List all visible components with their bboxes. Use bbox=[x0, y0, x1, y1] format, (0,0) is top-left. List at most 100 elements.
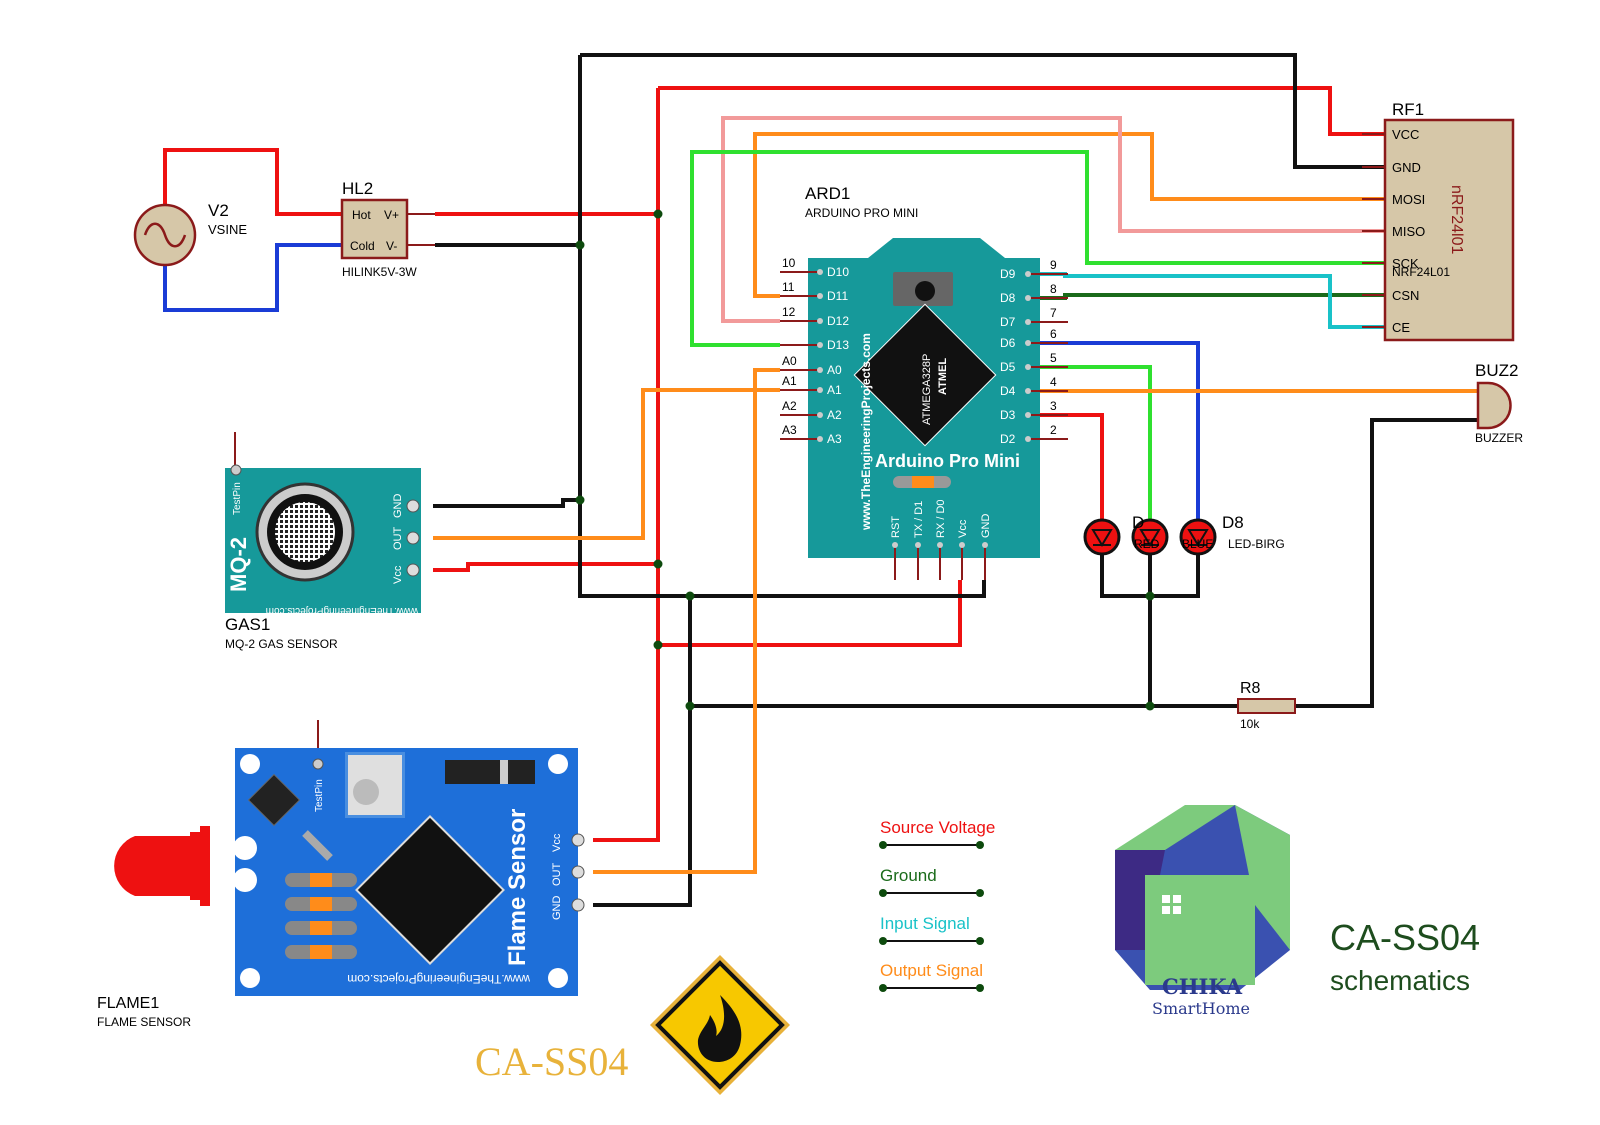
ard-right-pin-dot bbox=[1025, 319, 1031, 325]
ard-right-pin-label: D6 bbox=[1000, 336, 1016, 350]
r8-ref: R8 bbox=[1240, 680, 1261, 697]
ard-left-pin-label: A3 bbox=[827, 432, 842, 446]
gas1-ref: GAS1 bbox=[225, 615, 270, 634]
ard-bottom-pin-label: GND bbox=[980, 514, 992, 539]
flame-board-name: Flame Sensor bbox=[504, 809, 531, 966]
power-module-hl2: HL2 Hot Cold V+ V- HILINK5V-3W bbox=[340, 179, 435, 279]
wire-sck bbox=[690, 150, 1385, 347]
buz2-ref: BUZ2 bbox=[1475, 361, 1518, 380]
ard-left-pin-dot bbox=[817, 367, 823, 373]
ard-right-pin-dot bbox=[1025, 364, 1031, 370]
ard-left-pin-dot bbox=[817, 387, 823, 393]
ard-bottom-pin-dot bbox=[937, 542, 943, 548]
flame-sensor-flame1: Flame Sensor TestPin www.TheEngineeringP… bbox=[97, 720, 585, 1029]
ard-left-pin-num: A3 bbox=[782, 423, 797, 437]
ard-left-pin-label: A0 bbox=[827, 363, 842, 377]
wires bbox=[163, 53, 1478, 907]
ard-bottom-pin-dot bbox=[915, 542, 921, 548]
wire-gas-out bbox=[433, 388, 780, 540]
hl2-part: HILINK5V-3W bbox=[342, 265, 417, 279]
gas-pin-out: OUT bbox=[392, 527, 404, 551]
ard-left-pin-dot bbox=[817, 412, 823, 418]
led-diode-icon bbox=[1179, 518, 1217, 556]
ard-bottom-pin-label: Vcc bbox=[957, 519, 969, 538]
ard-left-pin-dot bbox=[817, 436, 823, 442]
ard-right-pin-label: D2 bbox=[1000, 432, 1016, 446]
ard1-part: ARDUINO PRO MINI bbox=[805, 206, 918, 220]
gas1-part: MQ-2 GAS SENSOR bbox=[225, 637, 338, 651]
ard-left-pin-label: D10 bbox=[827, 265, 849, 279]
legend-dot bbox=[879, 841, 887, 849]
badge-code: CA-SS04 bbox=[475, 1039, 628, 1084]
wire-mosi bbox=[753, 132, 1385, 298]
ard-right-pin-num: 9 bbox=[1050, 258, 1057, 272]
title-sub: schematics bbox=[1330, 965, 1470, 996]
ard-left-pin-label: D11 bbox=[827, 289, 848, 303]
rf-module-rf1: RF1 nRF24l01 NRF24L01 VCCGNDMOSIMISOSCKC… bbox=[1362, 100, 1515, 342]
rf1-part: NRF24L01 bbox=[1392, 265, 1450, 279]
ard-left-pin-num: A2 bbox=[782, 399, 797, 413]
gas-pin-gnd: GND bbox=[392, 494, 404, 519]
legend-dot bbox=[976, 937, 984, 945]
junction-dots bbox=[575, 209, 1155, 711]
wire-5v-rail bbox=[593, 88, 660, 842]
ard-right-pin-dot bbox=[1025, 295, 1031, 301]
resistor-r8: R8 10k bbox=[1237, 680, 1296, 731]
chip-label-1: ATMEGA328P bbox=[921, 354, 933, 425]
logo-name: CHIKA bbox=[1162, 974, 1243, 999]
flame-pin-gnd: GND bbox=[551, 896, 563, 921]
legend-dot bbox=[879, 937, 887, 945]
wire-5v-ard bbox=[658, 580, 962, 647]
ard-left-pin-num: A0 bbox=[782, 354, 797, 368]
d8-part: LED-BIRG bbox=[1228, 537, 1285, 551]
ard-bottom-pin-dot bbox=[959, 542, 965, 548]
gas-board-name: MQ-2 bbox=[226, 537, 251, 592]
rf-pin-label: GND bbox=[1392, 160, 1421, 175]
rf-pin-label: VCC bbox=[1392, 127, 1419, 142]
ard-right-pin-label: D7 bbox=[1000, 315, 1016, 329]
fire-warning-icon bbox=[650, 955, 790, 1095]
flame-resistors bbox=[285, 873, 357, 959]
wire-gnd-gas bbox=[433, 498, 580, 508]
legend-dot bbox=[879, 984, 887, 992]
ard-left-pin-num: 11 bbox=[782, 280, 795, 294]
wire-gnd-rf bbox=[580, 53, 1385, 169]
ard-right-pin-num: 5 bbox=[1050, 351, 1057, 365]
ard-right-pin-dot bbox=[1025, 412, 1031, 418]
flame1-ref: FLAME1 bbox=[97, 995, 159, 1012]
ard-bottom-pin-label: RX / D0 bbox=[935, 499, 947, 538]
ac-source-v2: V2 VSINE bbox=[133, 201, 247, 267]
wire-gnd-loop bbox=[578, 55, 986, 598]
legend-dot bbox=[976, 841, 984, 849]
wire-flame-out bbox=[593, 368, 780, 874]
hl2-ref: HL2 bbox=[342, 179, 373, 198]
d8-label-d: D bbox=[1132, 513, 1144, 532]
wire-gnd-bus bbox=[593, 596, 692, 907]
gas-website: www.TheEngineeringProjects.com bbox=[266, 605, 419, 616]
ard-bottom-pin-dot bbox=[982, 542, 988, 548]
led-diode-icon bbox=[1083, 518, 1121, 556]
ard-right-pin-num: 3 bbox=[1050, 399, 1057, 413]
legend-label: Input Signal bbox=[880, 914, 970, 933]
ard-left-pin-dot bbox=[817, 318, 823, 324]
v2-type: VSINE bbox=[208, 222, 247, 237]
wire-csn bbox=[1040, 293, 1385, 300]
ard-left-pin-dot bbox=[817, 269, 823, 275]
sine-icon bbox=[143, 222, 187, 248]
ard-left-pin-num: 10 bbox=[782, 256, 796, 270]
chika-logo: CHIKA SmartHome bbox=[1115, 805, 1290, 1018]
ard-bottom-pin-dot bbox=[892, 542, 898, 548]
ard-right-pin-num: 2 bbox=[1050, 423, 1057, 437]
rf1-vertical-name: nRF24l01 bbox=[1448, 185, 1465, 254]
v2-ref: V2 bbox=[208, 201, 229, 220]
ard-bottom-pin-label: RST bbox=[890, 516, 902, 538]
ard-left-pin-label: D13 bbox=[827, 338, 849, 352]
ard-right-pin-dot bbox=[1025, 271, 1031, 277]
rf1-ref: RF1 bbox=[1392, 100, 1424, 119]
r8-value: 10k bbox=[1240, 717, 1260, 731]
